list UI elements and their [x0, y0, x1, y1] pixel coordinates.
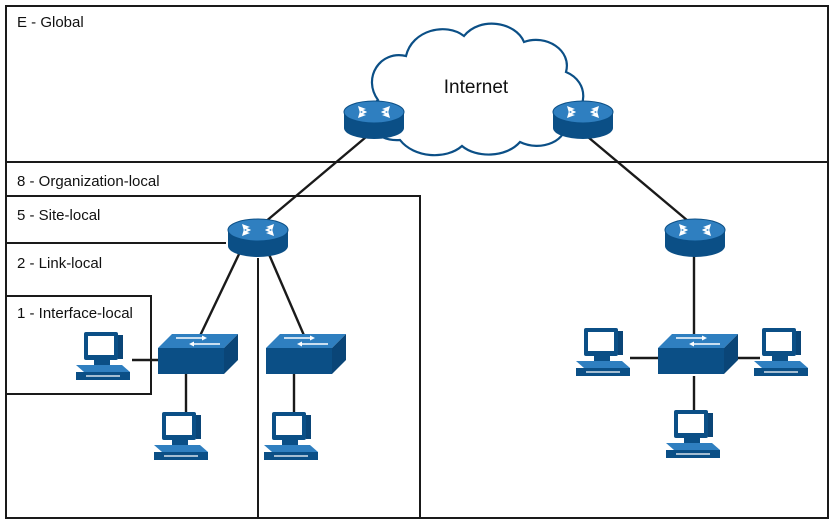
zone-label-site: 5 - Site-local — [17, 207, 100, 224]
switch-icon — [157, 333, 239, 375]
switch-icon — [265, 333, 347, 375]
interface-zone-frame — [6, 295, 152, 395]
zone-label-link: 2 - Link-local — [17, 255, 102, 272]
internet-cloud-label: Internet — [444, 77, 509, 98]
router-icon — [343, 100, 405, 140]
pc-icon — [263, 411, 319, 461]
router-icon — [227, 218, 289, 258]
pc-icon — [153, 411, 209, 461]
pc-icon — [575, 327, 631, 377]
site-zone-frame — [6, 195, 421, 518]
router-icon — [664, 218, 726, 258]
connection-lines — [132, 131, 760, 414]
zone-label-interface: 1 - Interface-local — [17, 305, 133, 322]
pc-icon — [75, 331, 131, 381]
switch-icon — [657, 333, 739, 375]
zone-label-global: E - Global — [17, 14, 84, 31]
internet-cloud-icon — [367, 22, 585, 157]
global-zone-frame — [5, 5, 829, 519]
pc-icon — [753, 327, 809, 377]
zone-label-organization: 8 - Organization-local — [17, 173, 160, 190]
router-icon — [552, 100, 614, 140]
pc-icon — [665, 409, 721, 459]
